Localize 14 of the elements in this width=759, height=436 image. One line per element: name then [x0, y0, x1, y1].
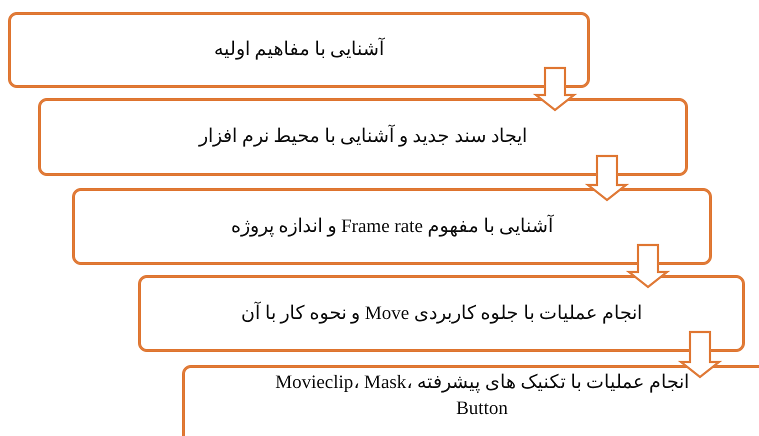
- process-box: [72, 188, 712, 265]
- step-label: ایجاد سند جدید و آشنایی با محیط نرم افزار: [199, 124, 527, 150]
- process-box: [182, 365, 759, 436]
- down-arrow: [626, 244, 670, 288]
- down-arrow: [584, 154, 630, 202]
- down-arrow: [532, 66, 578, 112]
- step-label: آشنایی با مفهوم Frame rate و اندازه پروژه: [230, 214, 554, 239]
- down-arrow: [678, 330, 722, 378]
- step-label: آشنایی با مفاهیم اولیه: [214, 37, 384, 62]
- process-box: [138, 275, 745, 352]
- step-label: انجام عملیات با تکنیک های پیشرفته Movieclip، Mask، Button: [274, 371, 690, 421]
- step-label: انجام عملیات با جلوه کاربردی Move و نحوه کار با آن: [241, 300, 642, 326]
- process-box: [38, 98, 688, 176]
- process-box: [8, 12, 590, 88]
